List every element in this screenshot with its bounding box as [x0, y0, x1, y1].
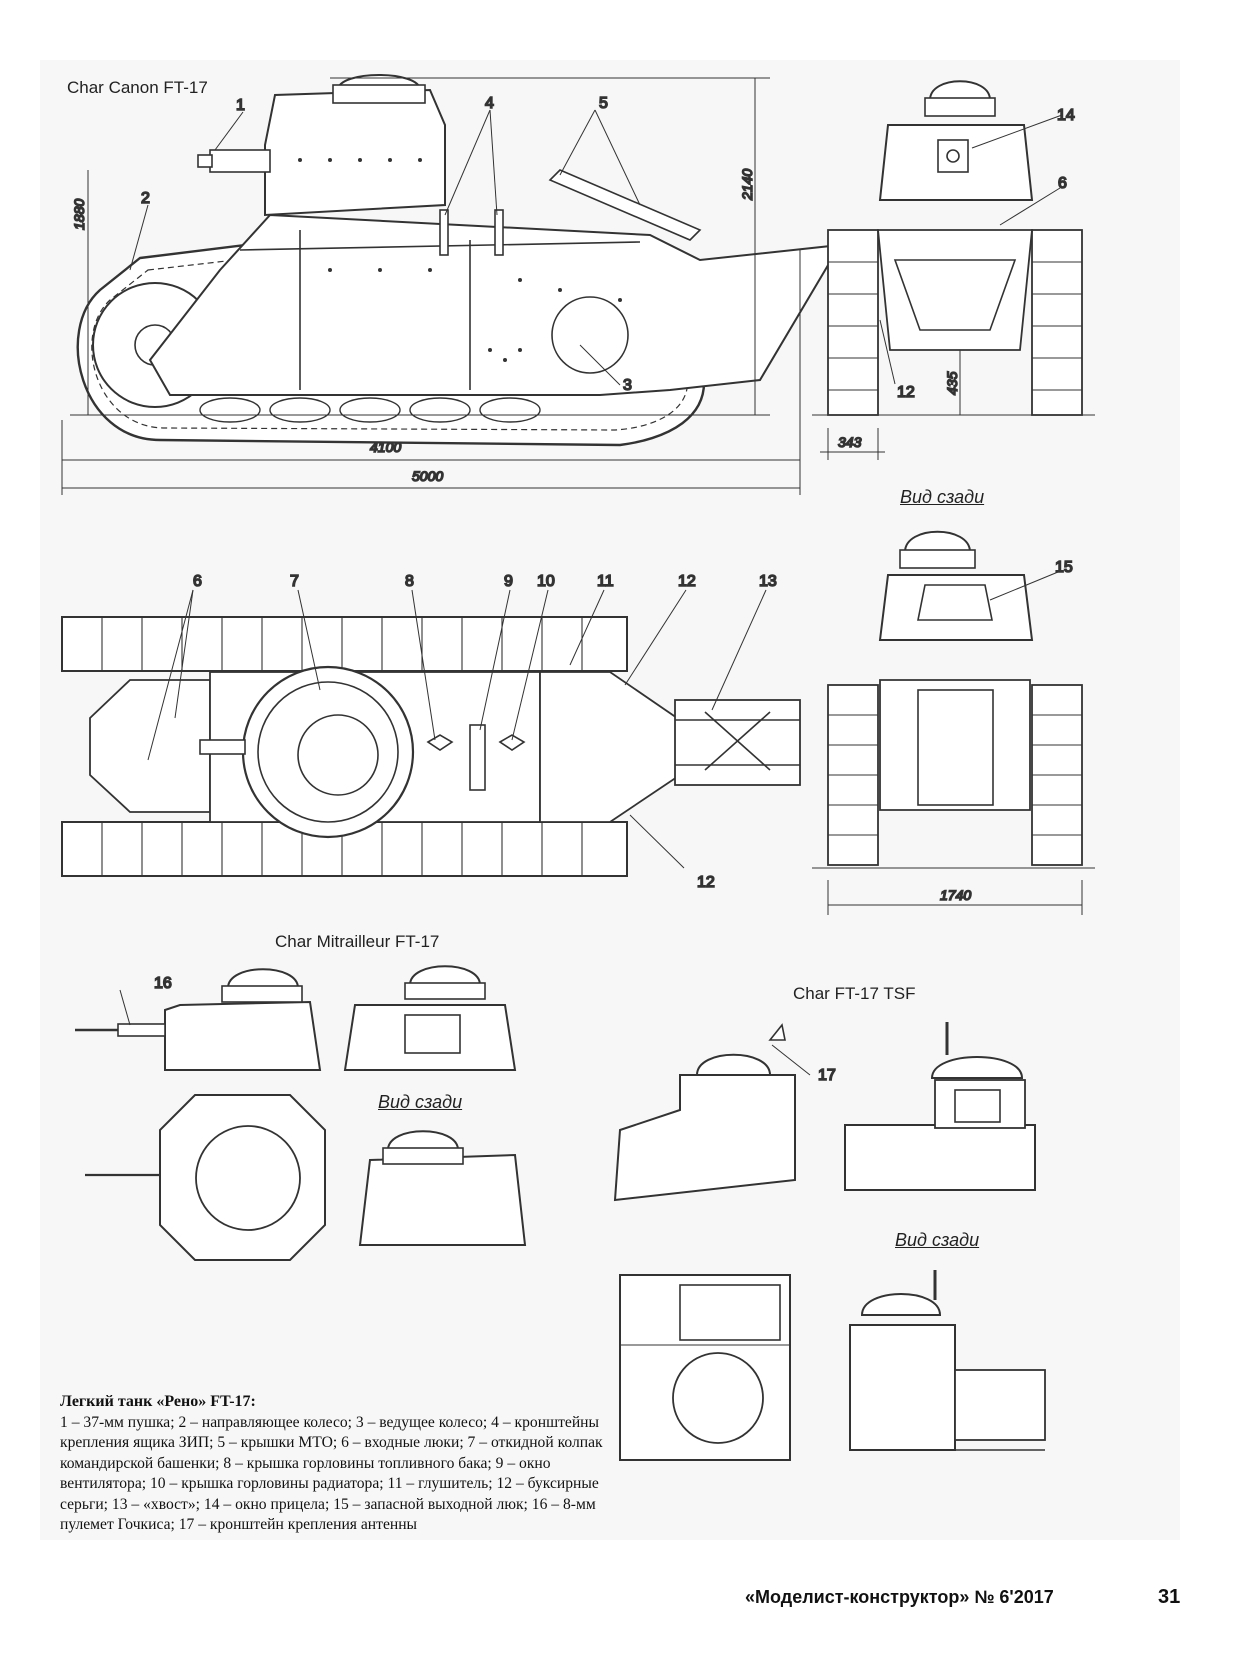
caption-title: Легкий танк «Рено» FT-17:	[60, 1393, 256, 1410]
callout-1: 1	[236, 97, 245, 114]
callout-2: 2	[141, 190, 150, 207]
dimension-labels: 4100 5000 1880 2140 435 343 1740	[70, 168, 972, 904]
callout-8: 8	[405, 573, 414, 590]
dim-total-width: 1740	[940, 887, 971, 903]
callout-10: 10	[537, 573, 555, 590]
dim-total-height: 2140	[739, 169, 755, 201]
callout-14: 14	[1057, 107, 1075, 124]
side-view-canon	[61, 74, 842, 495]
dim-total-length: 5000	[412, 468, 443, 484]
title-char-canon: Char Canon FT-17	[67, 78, 208, 97]
rear-view-canon	[812, 530, 1095, 915]
callout-7: 7	[290, 573, 299, 590]
caption-body: 1 – 37-мм пушка; 2 – направляющее колесо…	[60, 1413, 603, 1534]
title-char-tsf: Char FT-17 TSF	[793, 984, 916, 1003]
figure-caption: Легкий танк «Рено» FT-17: 1 – 37-мм пушк…	[60, 1392, 615, 1536]
dim-track-width: 343	[838, 434, 862, 450]
page-number: 31	[1158, 1586, 1181, 1608]
callout-17: 17	[818, 1067, 836, 1084]
label-rear-view-1: Вид сзади	[900, 487, 985, 507]
callout-16: 16	[154, 975, 172, 992]
callout-12-bottom: 12	[697, 874, 715, 891]
dim-height-hull: 1880	[71, 199, 87, 230]
callout-13: 13	[759, 573, 777, 590]
mitrailleur-turret-views	[75, 965, 527, 1261]
label-rear-view-2: Вид сзади	[378, 1092, 463, 1112]
callout-4: 4	[485, 95, 494, 112]
dim-ground-clearance: 435	[944, 371, 960, 395]
callout-9: 9	[504, 573, 513, 590]
callout-5: 5	[599, 95, 608, 112]
tsf-views	[613, 1022, 1046, 1461]
turret	[264, 88, 446, 217]
callout-3: 3	[623, 377, 632, 394]
callout-15: 15	[1055, 559, 1073, 576]
callout-numbers: 1 2 3 4 5 6 6 7 8 9 10 11 12 13 12 12 14…	[140, 94, 1075, 1085]
callout-6-top: 6	[193, 573, 202, 590]
callout-12-top: 12	[678, 573, 696, 590]
callout-11: 11	[597, 573, 614, 590]
title-char-mitrailleur: Char Mitrailleur FT-17	[275, 932, 440, 951]
top-view	[61, 589, 801, 877]
callout-12-front: 12	[897, 384, 915, 401]
front-view	[812, 80, 1095, 460]
callout-6-front: 6	[1058, 175, 1067, 192]
label-rear-view-3: Вид сзади	[895, 1230, 980, 1250]
dim-hull-length: 4100	[370, 439, 401, 455]
magazine-footer: «Моделист-конструктор» № 6'2017	[745, 1587, 1054, 1607]
cannon	[209, 149, 271, 173]
